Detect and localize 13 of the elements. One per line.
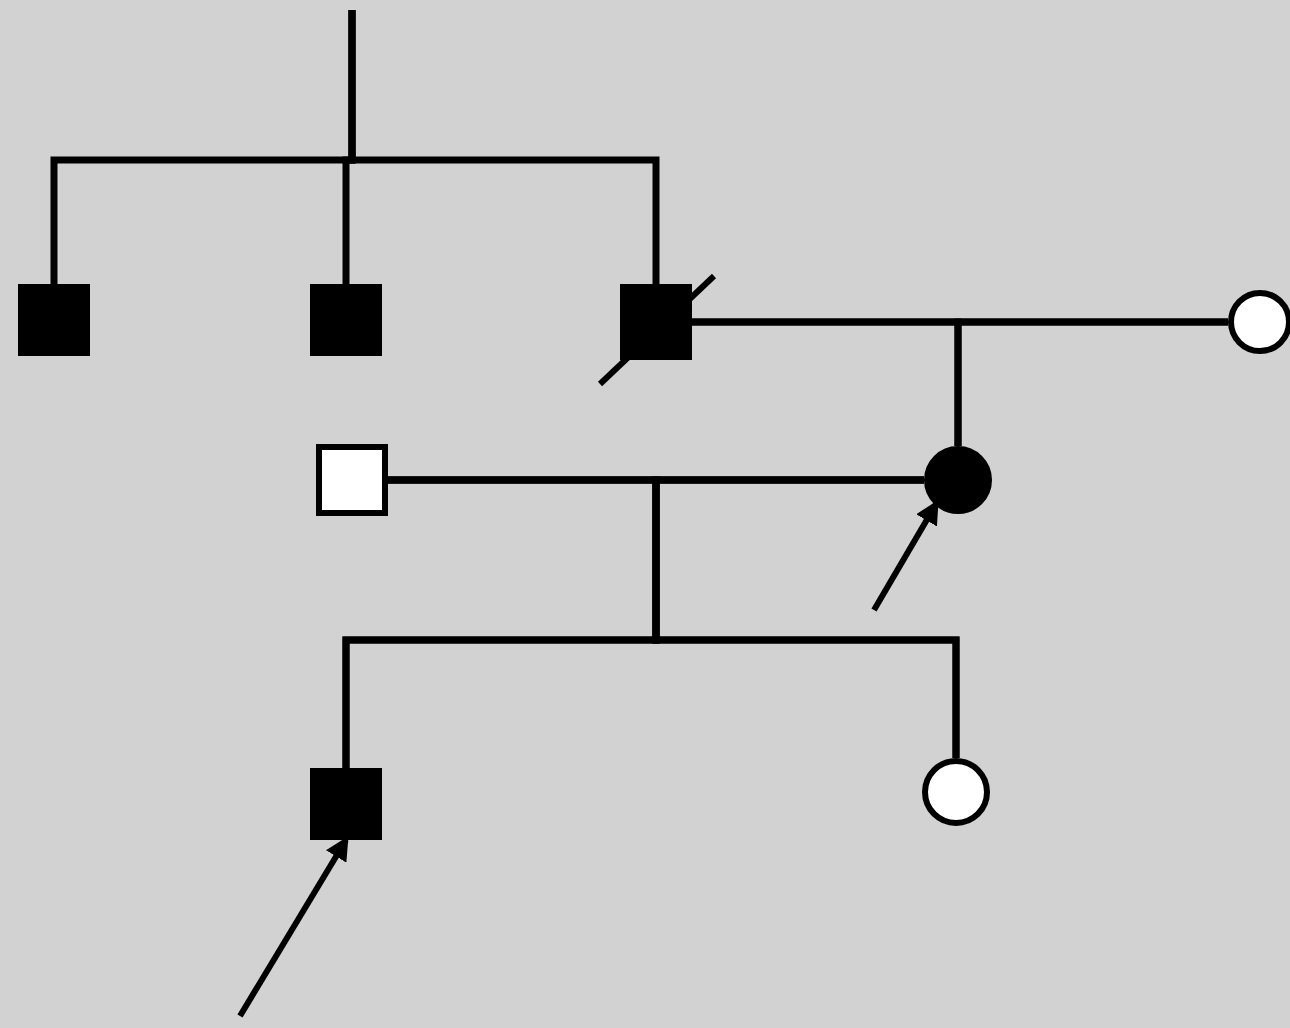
connector-line	[652, 476, 960, 758]
affected-square-symbol	[310, 284, 382, 356]
affected-circle-symbol	[924, 446, 992, 514]
unaffected-square-symbol	[316, 444, 388, 516]
arrow	[237, 835, 349, 1018]
unaffected-circle-symbol	[1228, 290, 1290, 354]
unaffected-circle-symbol	[922, 758, 990, 826]
connector-line	[348, 10, 660, 284]
affected-square-symbol	[620, 284, 692, 360]
affected-square-symbol	[18, 284, 90, 356]
arrow	[871, 499, 939, 612]
affected-square-symbol	[310, 768, 382, 840]
connector-line	[954, 318, 1228, 446]
